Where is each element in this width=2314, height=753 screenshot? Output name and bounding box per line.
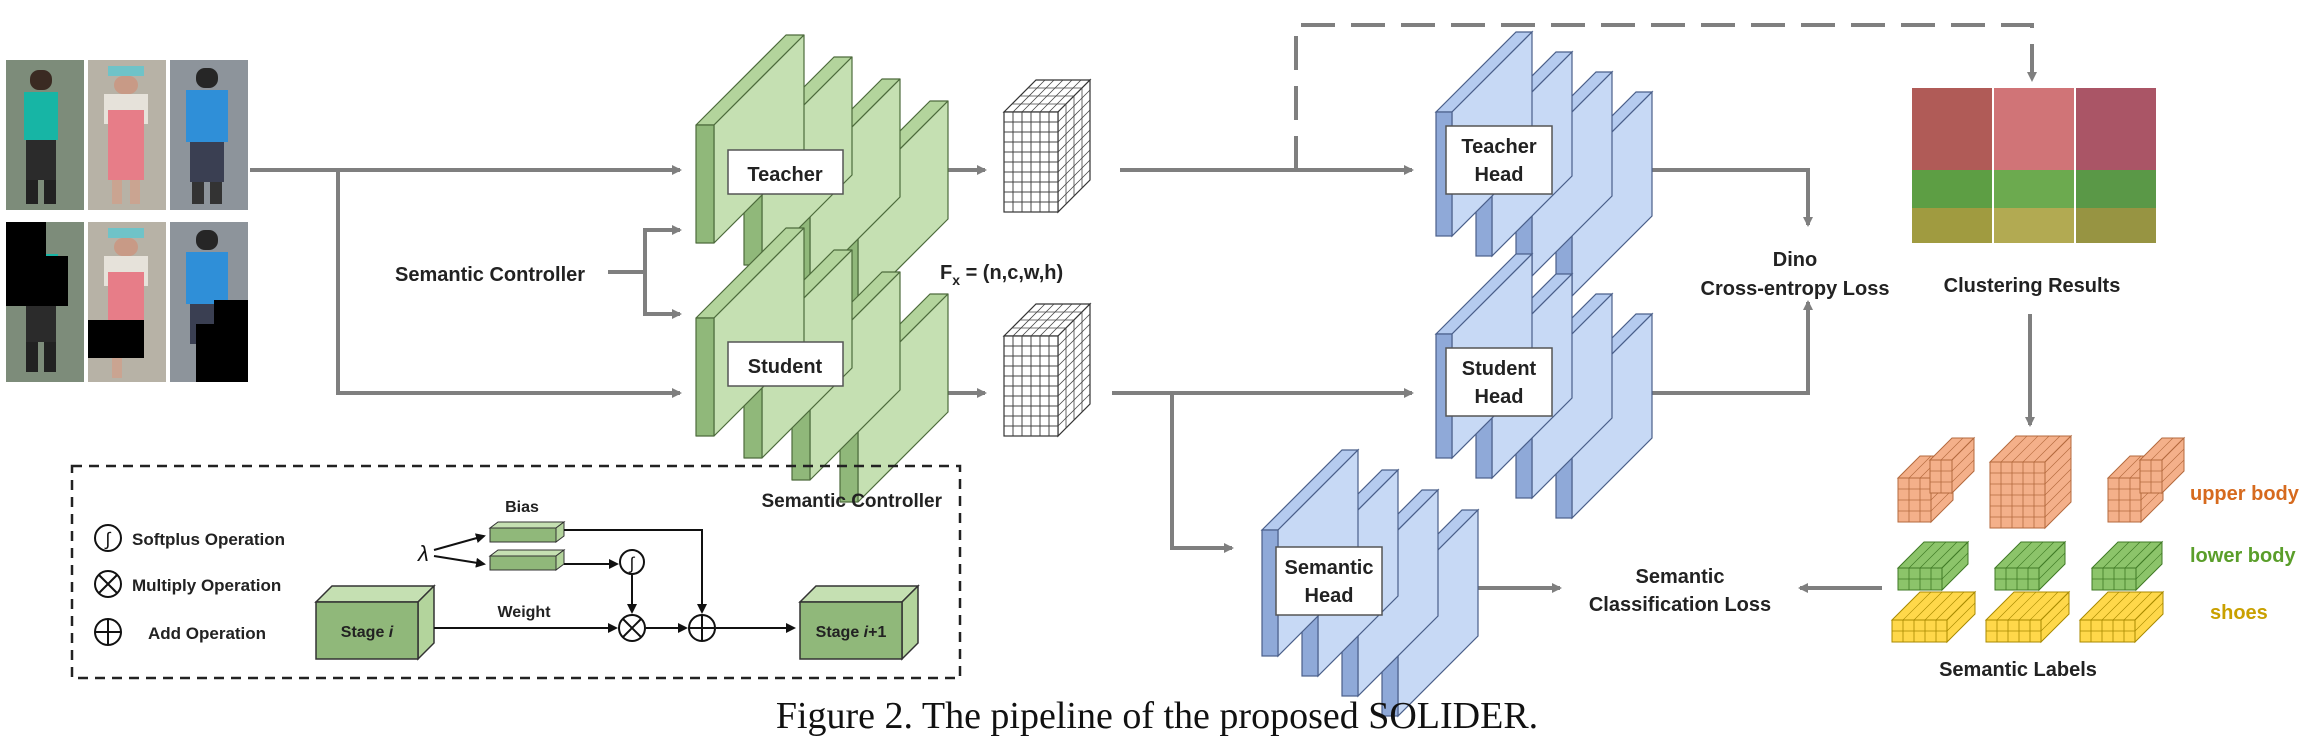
add-icon [94, 618, 122, 646]
semantic-controller-label: Semantic Controller [395, 264, 585, 286]
input-images [6, 60, 248, 382]
teacher-head-label-2: Head [1475, 164, 1524, 186]
teacher-head-label-1: Teacher [1461, 136, 1536, 158]
legend-title: Semantic Controller [761, 491, 942, 512]
weight-label: Weight [497, 604, 551, 621]
cluster-image-3 [2076, 88, 2156, 243]
dino-label-1: Dino [1773, 249, 1817, 271]
stage-next-suffix: +1 [868, 624, 886, 641]
lower-body-label: lower body [2190, 545, 2296, 567]
feature-grid-student [1002, 302, 1092, 438]
masked-image-2 [88, 222, 166, 382]
figure-caption: Figure 2. The pipeline of the proposed S… [776, 695, 1538, 737]
input-image-3 [170, 60, 248, 210]
lambda-label: λ [417, 541, 429, 566]
semantic-label-stacks [1890, 434, 2186, 644]
feature-eq-rest: = (n,c,w,h) [960, 262, 1063, 284]
softplus-icon: ∫ [94, 524, 122, 552]
student-head-label-2: Head [1475, 386, 1524, 408]
student-head [1434, 252, 1654, 520]
dino-label-2: Cross-entropy Loss [1701, 278, 1890, 300]
masked-image-1 [6, 222, 84, 382]
student-label: Student [748, 356, 823, 378]
stage-i-label: Stage i [341, 624, 394, 641]
svg-text:∫: ∫ [629, 554, 636, 573]
stage-i-var: i [389, 624, 394, 641]
feature-equation: Fx = (n,c,w,h) [940, 262, 1063, 288]
semantic-controller-detail: Semantic Controller ∫ Softplus Operation… [70, 464, 962, 680]
stage-i-block: Stage i [314, 584, 436, 661]
stage-next-var: i [864, 624, 869, 641]
bias-label: Bias [505, 499, 539, 516]
cluster-image-2 [1994, 88, 2074, 243]
input-image-1 [6, 60, 84, 210]
teacher-head [1434, 30, 1654, 298]
stage-next-prefix: Stage [816, 624, 864, 641]
input-image-2 [88, 60, 166, 210]
flow-arrows [250, 23, 2037, 593]
teacher-label: Teacher [747, 164, 822, 186]
add-op-icon [688, 614, 716, 642]
feature-eq-main: F [940, 262, 952, 284]
semantic-labels-label: Semantic Labels [1939, 659, 2097, 681]
student-backbone [695, 227, 949, 503]
softplus-legend-label: Softplus Operation [132, 530, 285, 549]
multiply-legend-label: Multiply Operation [132, 576, 281, 595]
stage-i-plus-1-block: Stage i+1 [798, 584, 920, 661]
semantic-head-label-2: Head [1305, 585, 1354, 607]
multiply-icon [94, 570, 122, 598]
shoes-label: shoes [2210, 602, 2268, 624]
stage-next-label: Stage i+1 [816, 624, 887, 641]
semantic-cls-label-2: Classification Loss [1589, 594, 1771, 616]
semantic-head-label-1: Semantic [1285, 557, 1374, 579]
feature-grid-teacher [1002, 78, 1092, 214]
cluster-image-1 [1912, 88, 1992, 243]
add-legend-label: Add Operation [148, 624, 266, 643]
semantic-cls-label-1: Semantic [1636, 566, 1725, 588]
softplus-bar [488, 549, 566, 571]
controller-arrows [433, 529, 796, 633]
stage-i-prefix: Stage [341, 624, 389, 641]
masked-image-3 [170, 222, 248, 382]
multiply-op-icon [618, 614, 646, 642]
softplus-op-icon: ∫ [619, 549, 645, 575]
svg-text:∫: ∫ [104, 529, 112, 549]
feature-eq-sub: x [952, 272, 960, 288]
upper-body-label: upper body [2190, 483, 2300, 505]
student-head-label-1: Student [1462, 358, 1537, 380]
clustering-images [1912, 88, 2156, 243]
bias-bar [488, 521, 566, 543]
clustering-results-label: Clustering Results [1944, 275, 2121, 297]
